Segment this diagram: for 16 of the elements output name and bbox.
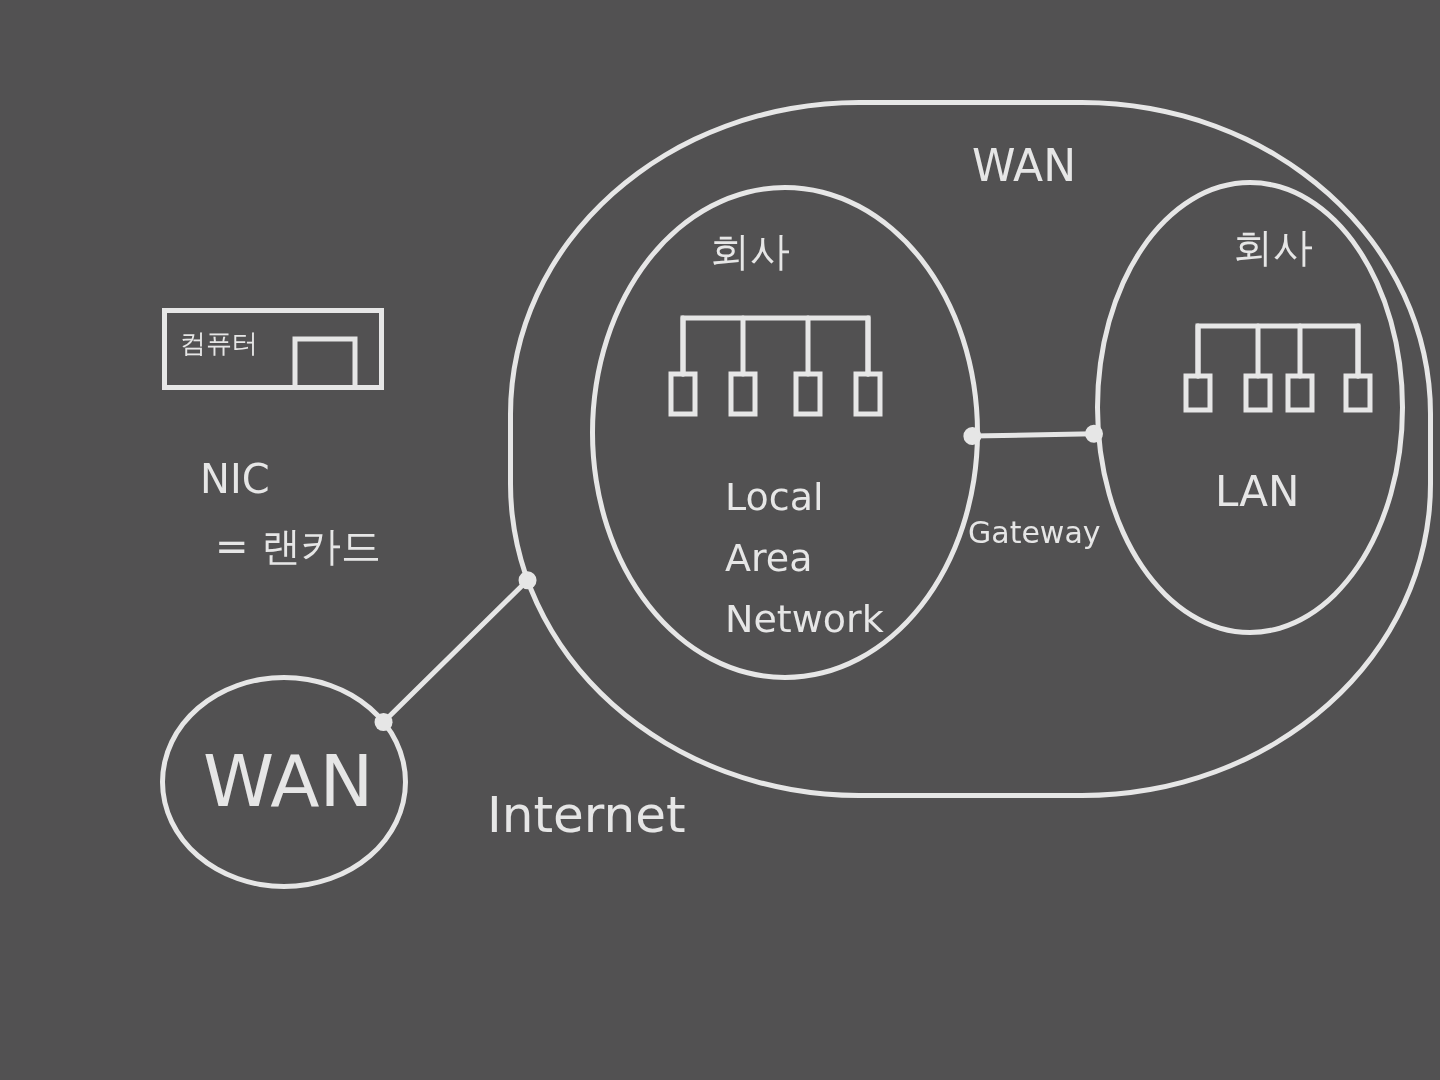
- computer-box: [162, 308, 384, 390]
- region-label: 회사: [1233, 223, 1313, 271]
- region-label: WAN: [972, 140, 1077, 193]
- region-label: Local Area Network: [725, 474, 885, 643]
- region-label: 컴퓨터: [180, 328, 258, 360]
- connector-line: [374, 571, 537, 732]
- circle-region: [160, 675, 408, 889]
- ellipse-region: [508, 100, 1433, 798]
- region-label: 회사: [710, 227, 790, 275]
- edge-label: Internet: [487, 785, 686, 845]
- region-label: LAN: [1215, 467, 1300, 518]
- note-text: = 랜카드: [215, 522, 382, 570]
- note-text: NIC: [200, 455, 270, 503]
- edge-label: Gateway: [968, 515, 1101, 551]
- connector-line: [963, 424, 1103, 446]
- region-label: WAN: [203, 738, 374, 825]
